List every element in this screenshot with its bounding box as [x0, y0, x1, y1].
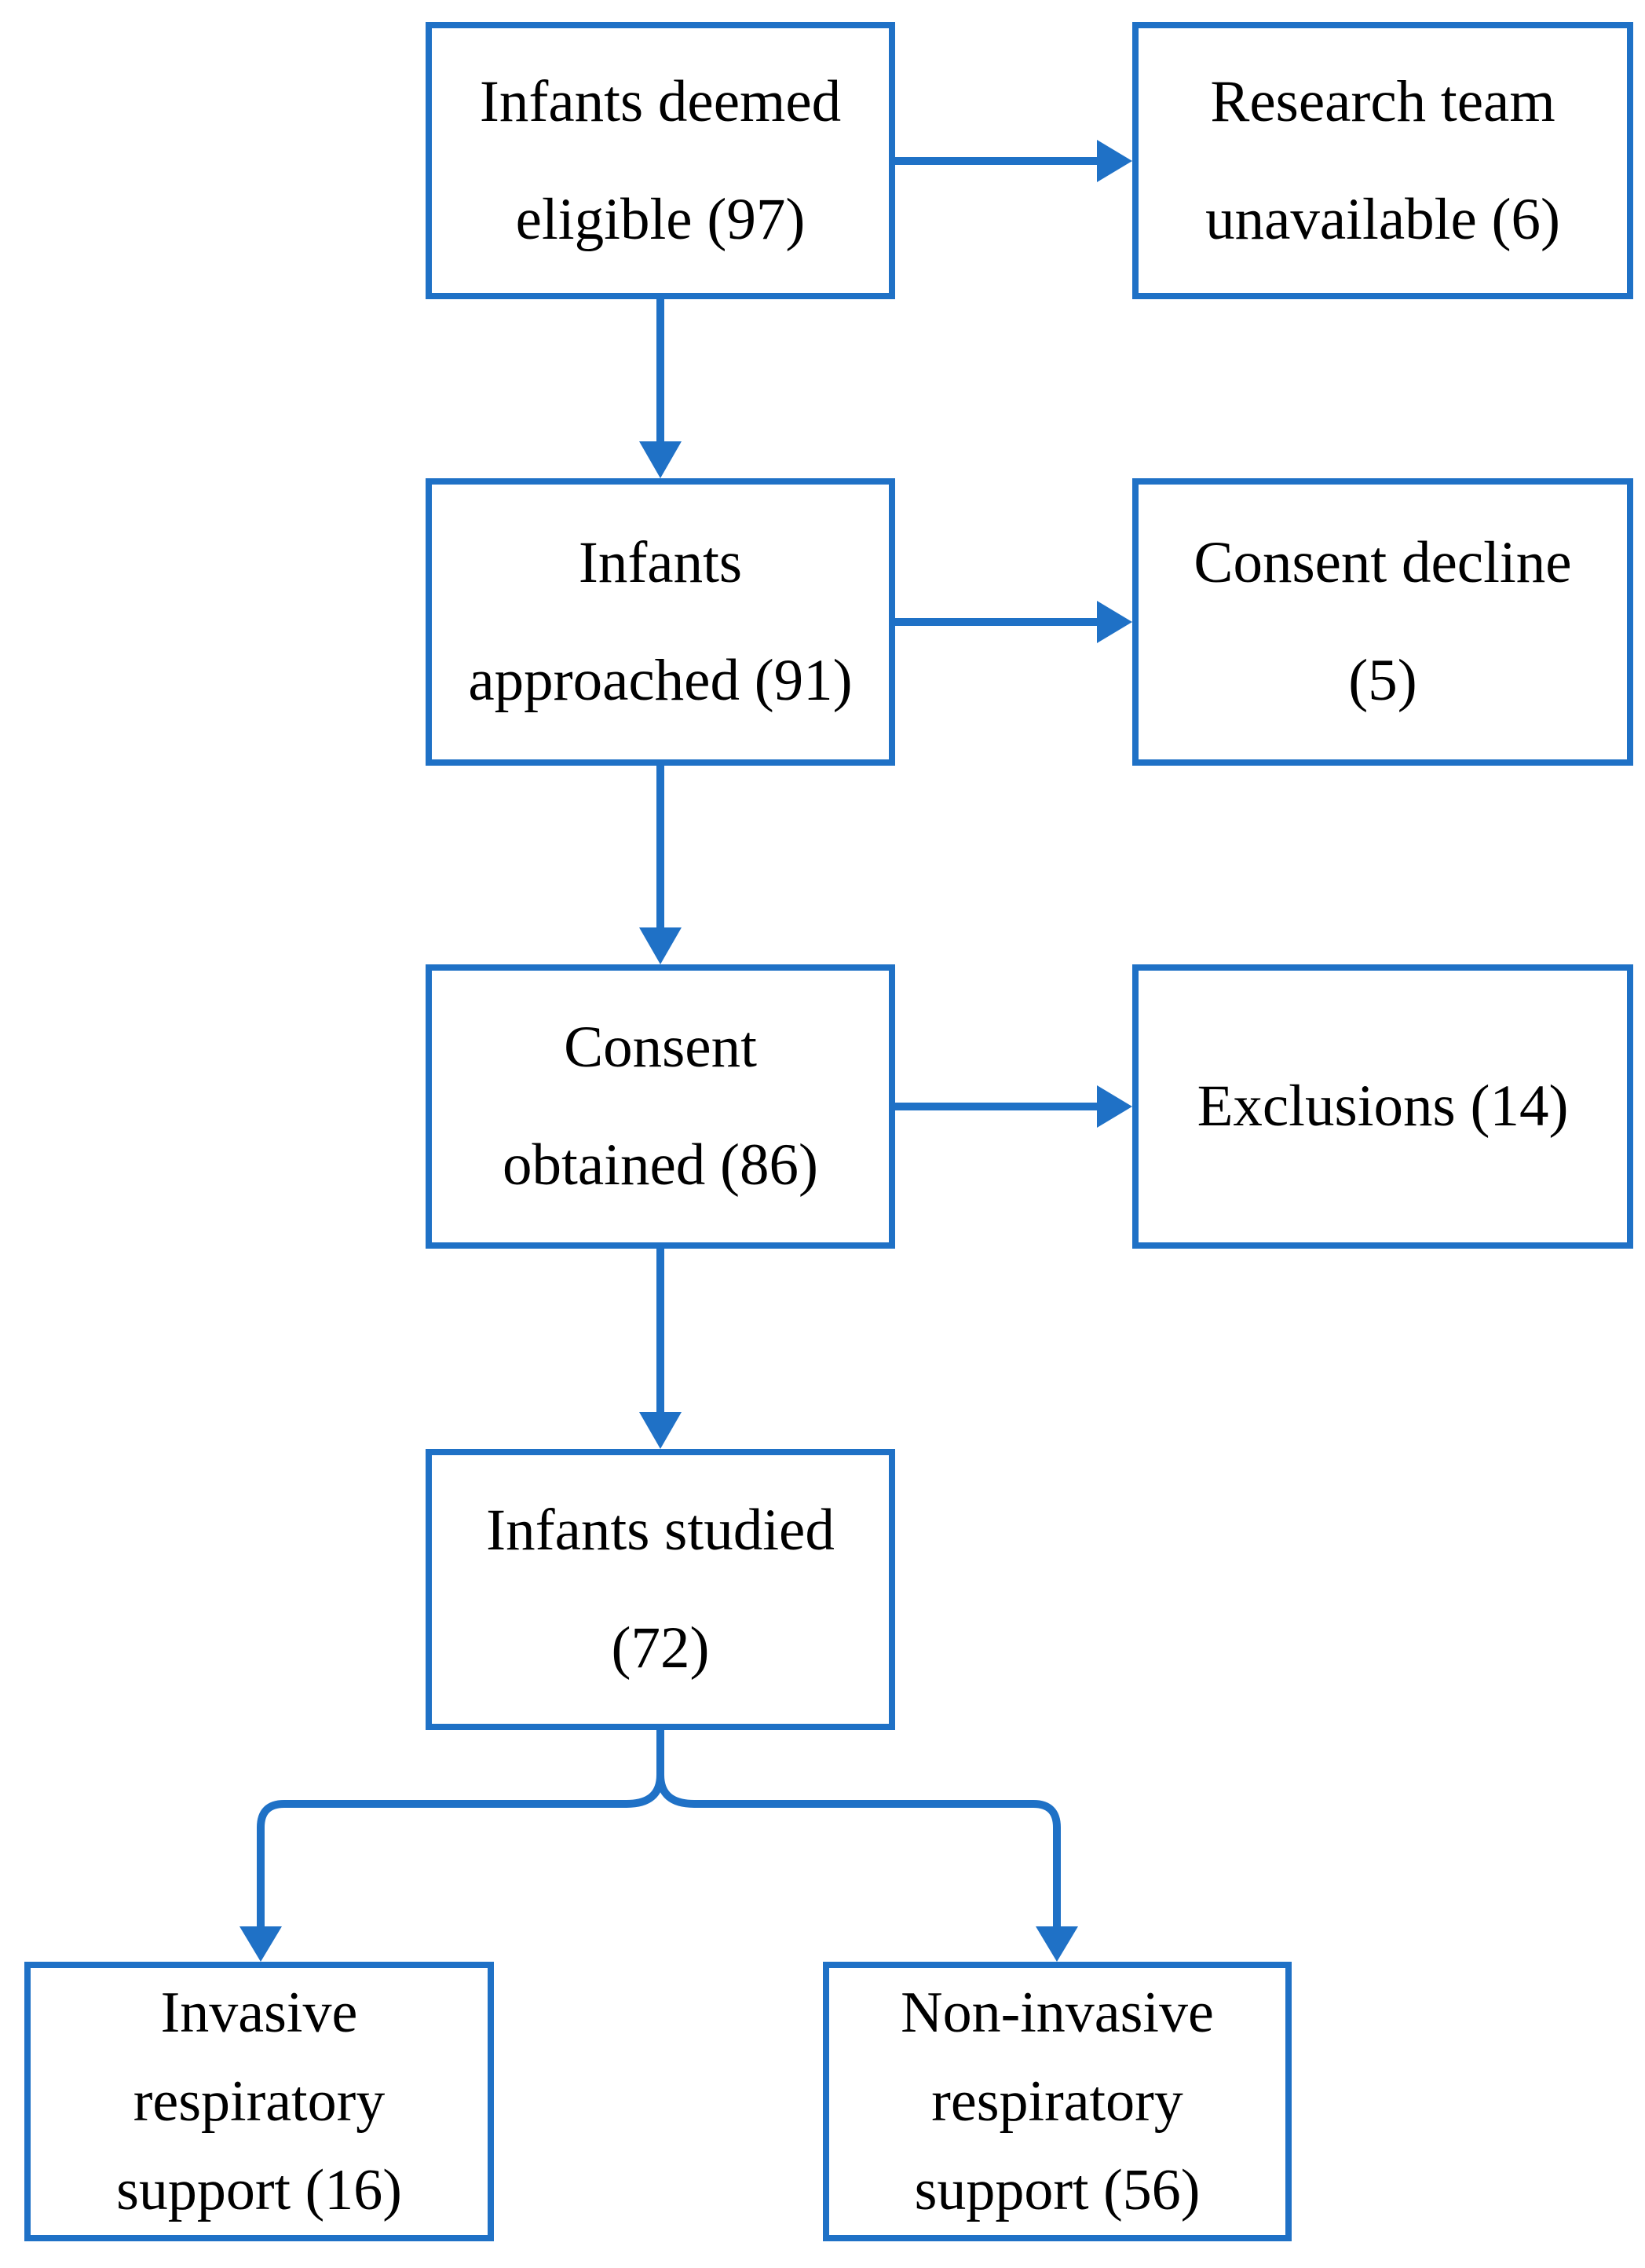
fork-left-branch-head	[239, 1926, 282, 1962]
flow-box-infants-approached: Infants approached (91)	[426, 478, 895, 766]
flow-box-infants-deemed-eligible: Infants deemed eligible (97)	[426, 22, 895, 299]
flow-box-infants-studied: Infants studied (72)	[426, 1449, 895, 1730]
arrow-obtained-to-studied-head	[639, 1412, 682, 1449]
flow-box-invasive-respiratory-support: Invasive respiratory support (16)	[24, 1962, 494, 2241]
fork-right-branch-head	[1036, 1926, 1078, 1962]
arrow-approached-to-decline-head	[1097, 601, 1132, 643]
flow-box-research-team-unavailable: Research team unavailable (6)	[1132, 22, 1633, 299]
arrow-eligible-to-approached-head	[639, 441, 682, 478]
arrow-approached-to-obtained-head	[639, 927, 682, 964]
fork-left-branch-line	[257, 1774, 664, 1928]
arrow-obtained-to-exclusions-head	[1097, 1085, 1132, 1128]
fork-right-branch-line	[656, 1774, 1061, 1928]
flow-box-exclusions: Exclusions (14)	[1132, 964, 1633, 1249]
flow-box-consent-obtained: Consent obtained (86)	[426, 964, 895, 1249]
arrow-eligible-to-research-head	[1097, 140, 1132, 182]
flow-box-consent-decline: Consent decline (5)	[1132, 478, 1633, 766]
flow-box-noninvasive-respiratory-support: Non-invasive respiratory support (56)	[823, 1962, 1292, 2241]
